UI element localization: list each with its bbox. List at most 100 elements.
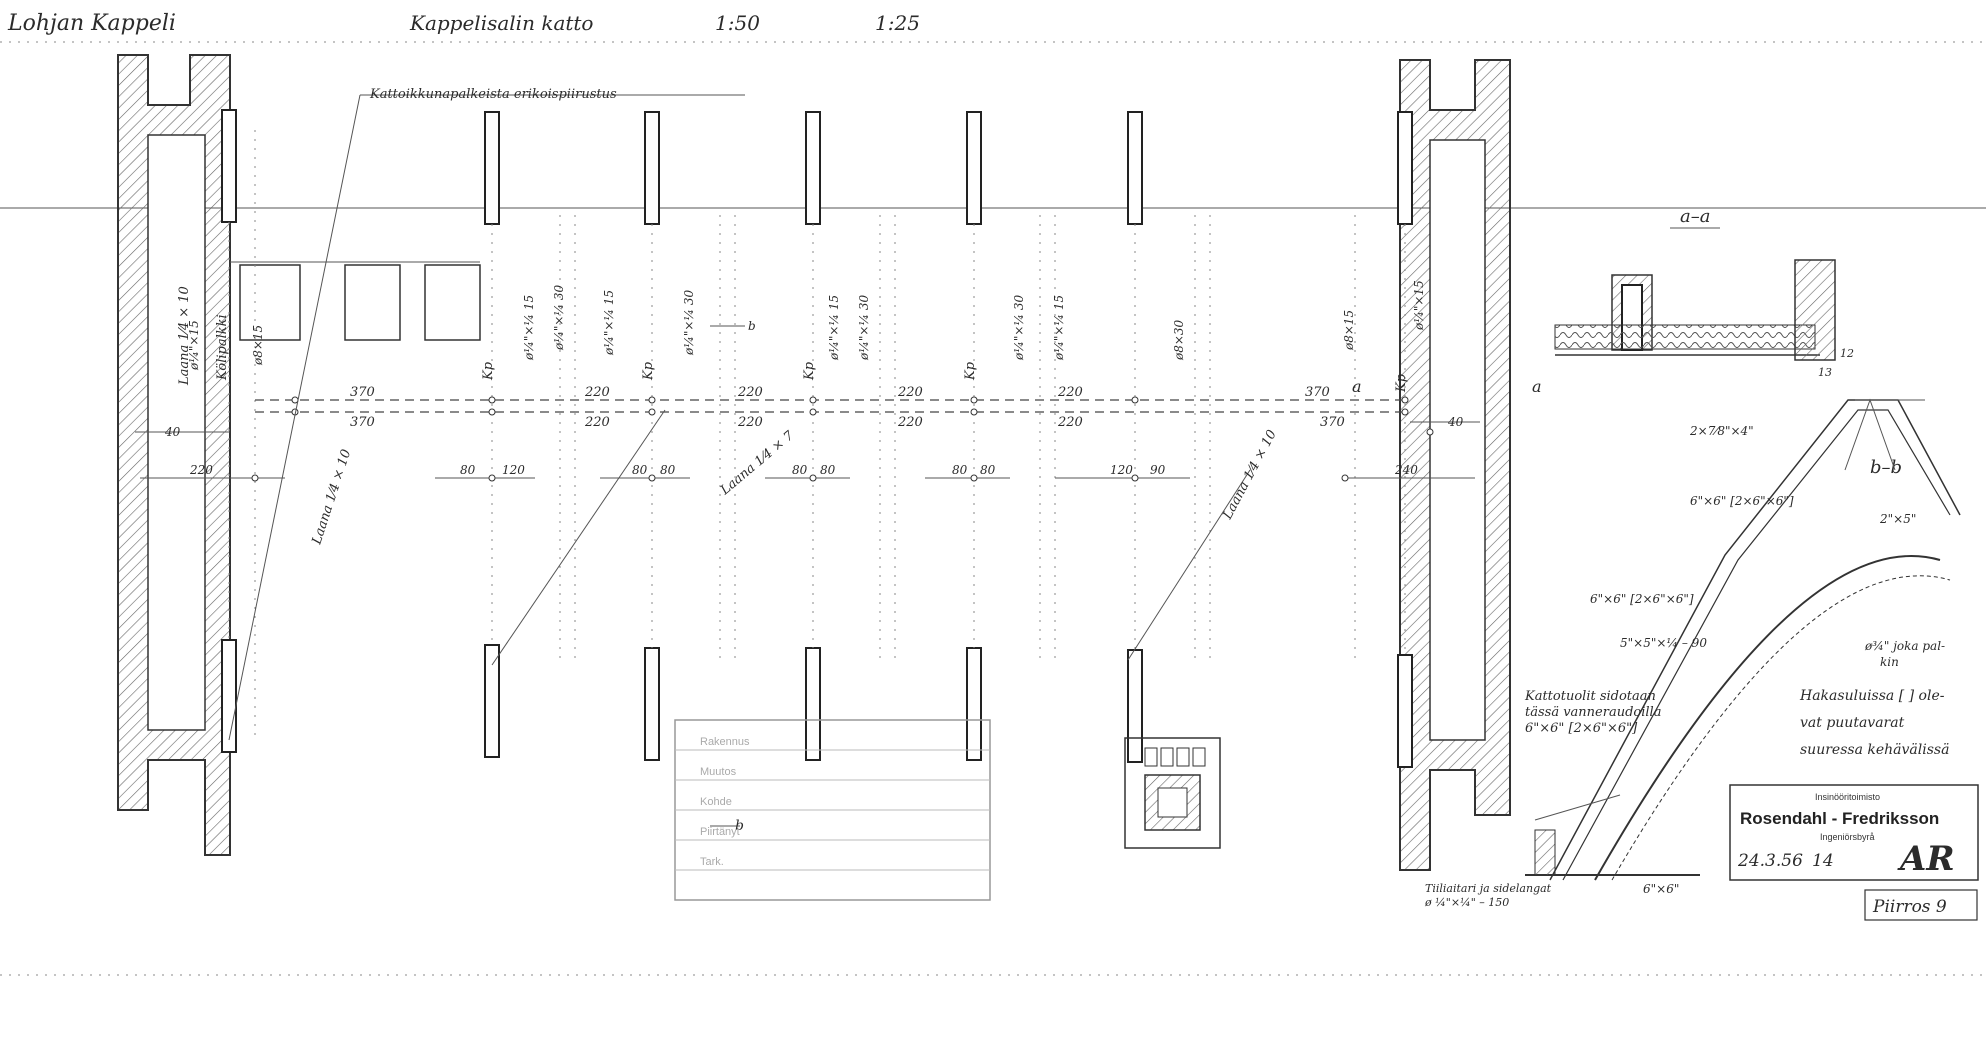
tie-rods [254,130,1356,742]
rod-labels: ø¼"×15 ø8×15 ø¼"×¼ 15 ø¼"×¼ 30 ø¼"×¼ 15 … [187,280,1426,371]
bb-dim-1: 6"×6" [2×6"×6"] [1690,494,1794,508]
rod-label-9: ø8×15 [1342,310,1356,351]
truss-5 [966,111,982,761]
section-marks: a a b b [710,319,1542,834]
keel-beam-label: Kölipalkki [215,314,230,381]
section-mark-b-2: b [735,818,744,834]
kp-mark-4: Kp [1394,373,1409,393]
bolt-note-2: vat puutavarat [1800,715,1905,731]
section-bb-title: b–b [1870,457,1902,478]
tie-note-1: Kattotuolit sidotaan [1524,689,1656,704]
rod-label-4: ø¼"×¼ 30 [682,289,696,356]
column-detail [1124,737,1221,849]
truss-3 [644,111,660,761]
dim-row3-6: 80 [820,463,836,477]
dim-row3-11: 240 [1394,463,1418,477]
floor-note-2: ø ¼"×¼" – 150 [1424,896,1509,909]
dimension-lines: 370 220 220 220 220 370 370 220 220 220 … [135,385,1480,482]
rod-label-6b: ø¼"×¼ 30 [1012,294,1026,361]
dim-row1-1: 220 [584,385,610,400]
bolt-note-3: suuressa kehävälissä [1800,742,1949,758]
stamp-office: Insinööritoimisto [1815,792,1880,802]
dim-row3-1: 80 [460,463,476,477]
dim-row3-5: 80 [792,463,808,477]
stamp-sub: Ingeniörsbyrå [1820,832,1875,842]
truss-4 [805,111,821,761]
dim-row2-2: 220 [737,415,763,430]
sheet-label-text: Piirros 9 [1872,897,1947,917]
rod-label-5: ø¼"×¼ 15 [602,290,616,356]
truss-6 [1127,111,1143,763]
dim-row3-10: 90 [1150,463,1166,477]
left-wall [117,54,231,856]
dim-row3-2: 120 [502,463,525,477]
tie-note-2: tässä vanneraudoilla [1525,705,1661,720]
faint-stamp-4: Tark. [700,856,724,868]
faint-stamp-0: Rakennus [700,736,750,748]
faint-stamp-2: Kohde [700,796,732,808]
beam-label-0: Laana 1⁄4 × 10 [309,448,354,548]
scale-1: 1:50 [715,11,760,35]
rod-label-2: ø¼"×¼ 30 [552,284,566,351]
stamp-firm: Rosendahl - Fredriksson [1740,809,1939,828]
beam-label-1: Laana 1⁄4 × 7 [717,428,797,499]
floor-note-1: Tiiliaitari ja sidelangat [1425,882,1552,895]
bb-dim-3: 6"×6" [2×6"×6"] [1590,592,1694,606]
kp-mark-2: Kp [802,361,817,381]
dim-row2-4: 220 [1057,415,1083,430]
faint-stamp-3: Piirtänyt [700,826,740,838]
dim-row1-6: 370 [1305,385,1330,400]
truss-2 [484,111,500,758]
edge-dim-right: 40 [1447,415,1464,429]
drawing-subject: Kappelisalin katto [409,11,593,35]
dim-row1-3: 220 [897,385,923,400]
beam-labels: Laana 1⁄4 × 10 Laana 1⁄4 × 7 Laana 1⁄4 ×… [177,87,1280,741]
dim-row3-9: 120 [1110,463,1133,477]
bb-dim-4: 5"×5"×¼ – 90 [1620,636,1707,650]
right-wall [1399,59,1511,871]
section-aa: a–a 12 13 [1554,206,1854,379]
section-mark-a-2: a [1532,377,1542,396]
project-name: Lohjan Kappeli [7,11,176,36]
kp-mark-3: Kp [963,361,978,381]
aa-dim-13: 13 [1818,366,1832,379]
dim-row3-7: 80 [952,463,968,477]
dim-row3-4: 80 [660,463,676,477]
truss-posts [221,109,1413,768]
skylight-callout: Kattoikkunapalkeista erikoispiirustus [369,87,617,102]
bolt-note-1: Hakasuluissa [ ] ole- [1799,688,1945,704]
rod-label-1: ø8×15 [251,325,265,366]
rod-label-3: ø¼"×¼ 15 [522,295,536,361]
dim-row2-0: 370 [350,415,375,430]
rod-label-7b: ø¼"×¼ 15 [1052,295,1066,361]
kp-marks: Kp Kp Kp Kp Kp Kölipalkki [215,314,1409,393]
dim-row3-0: 220 [189,463,213,477]
dim-row2-1: 220 [584,415,610,430]
stamp-number: 14 [1812,851,1834,871]
scale-2: 1:25 [875,11,920,35]
stamp-signature: AR [1897,839,1955,879]
rod-label-10: ø¼"×15 [1412,280,1426,331]
dim-row1-2: 220 [737,385,763,400]
section-notes: Kattotuolit sidotaan tässä vanneraudoill… [1424,688,1949,909]
dim-row3-3: 80 [632,463,648,477]
section-mark-a: a [1352,377,1362,396]
sheet-label: Piirros 9 [1864,889,1978,921]
firm-stamp: Insinööritoimisto Rosendahl - Fredriksso… [1729,784,1979,881]
rod-label-7: ø¼"×¼ 15 [827,295,841,361]
bb-dim-5: ø¾" joka pal- [1864,639,1945,653]
bb-dim-0: 2×7⁄8"×4" [1689,424,1754,438]
truss-7 [1397,111,1413,768]
title-block: Lohjan Kappeli Kappelisalin katto 1:50 1… [0,11,1986,209]
bb-dim-7: 6"×6" [1643,882,1679,896]
tie-note-3: 6"×6" [2×6"×6"] [1525,721,1638,736]
kp-mark-0: Kp [481,361,496,381]
beam-label-2: Laana 1⁄4 × 10 [1220,428,1280,523]
section-mark-b: b [748,319,756,333]
skylight-openings [230,261,481,341]
bb-dim-2: 2"×5" [1879,512,1916,526]
dim-row1-4: 220 [1057,385,1083,400]
stamp-date: 24.3.56 [1737,851,1803,871]
kp-mark-1: Kp [641,361,656,381]
